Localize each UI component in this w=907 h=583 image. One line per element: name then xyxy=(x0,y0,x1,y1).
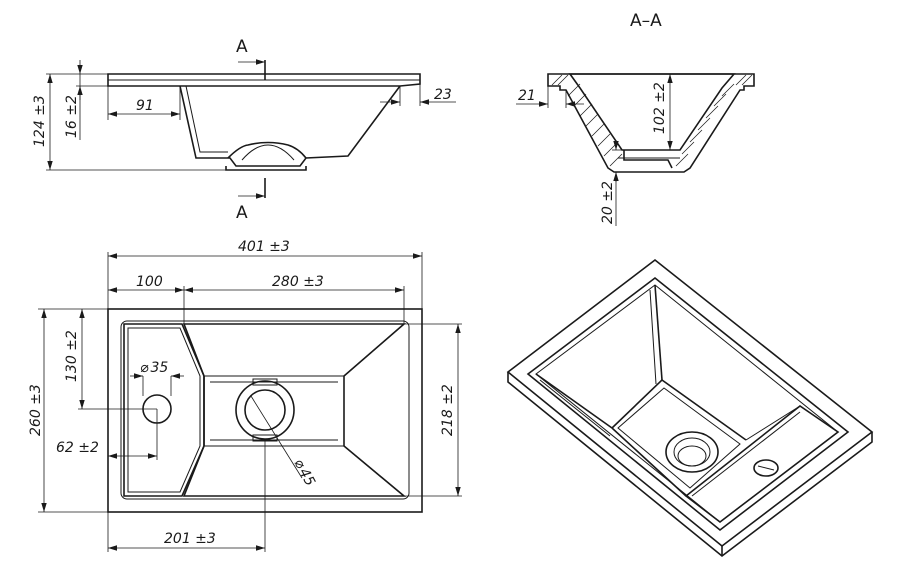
dim-section-102: 102 ±2 xyxy=(652,82,668,134)
dim-top-130: 130 ±2 xyxy=(64,330,80,382)
dim-top-d45: ⌀45 xyxy=(290,456,317,489)
cut-label-bottom: A xyxy=(236,203,248,223)
dim-top-d35: ⌀35 xyxy=(140,360,168,376)
dim-top-218: 218 ±2 xyxy=(440,384,456,436)
dim-top-280: 280 ±3 xyxy=(272,274,324,290)
dim-section-20: 20 ±2 xyxy=(600,181,616,224)
dim-top-201: 201 ±3 xyxy=(164,531,216,547)
top-view: ⌀45 ⌀35 401 ±3 100 280 ±3 260 ±3 130 ±2 xyxy=(28,239,462,552)
dim-side-91: 91 xyxy=(136,98,154,114)
section-title: A–A xyxy=(630,11,662,31)
cut-label-top: A xyxy=(236,37,248,57)
dim-side-height: 124 ±3 xyxy=(32,95,48,147)
dim-section-21: 21 xyxy=(518,88,536,104)
side-view: A A 124 ±3 16 ±2 91 23 xyxy=(32,37,456,223)
dim-side-rim: 16 ±2 xyxy=(64,95,80,138)
dim-top-width: 401 ±3 xyxy=(238,239,290,255)
dim-top-62: 62 ±2 xyxy=(56,440,99,456)
dim-top-260: 260 ±3 xyxy=(28,384,44,436)
dim-side-23: 23 xyxy=(434,87,452,103)
dim-top-100: 100 xyxy=(136,274,163,290)
section-view: A–A 21 102 ±2 xyxy=(516,11,755,226)
isometric-view xyxy=(506,258,874,558)
